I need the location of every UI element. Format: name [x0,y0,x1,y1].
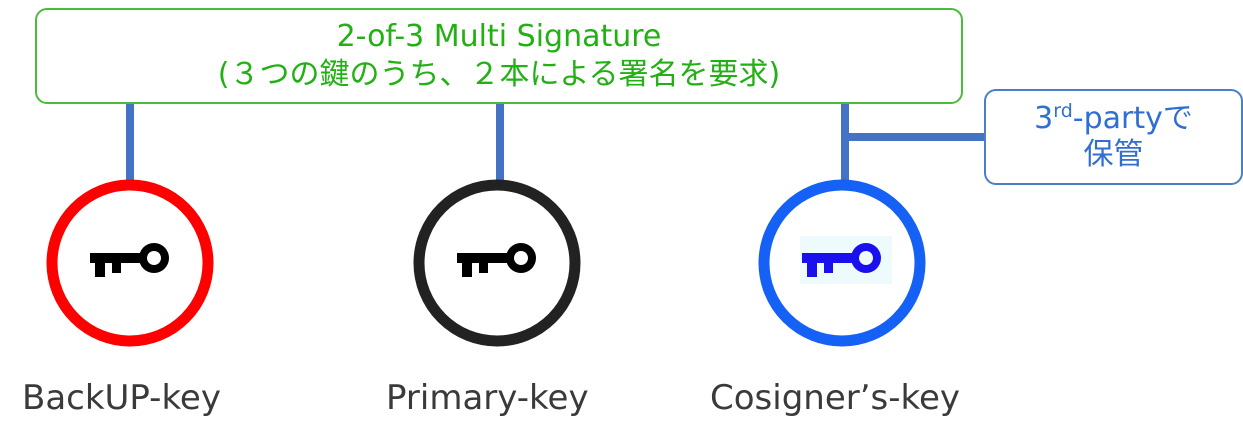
title-line-1: 2-of-3 Multi Signature [336,19,662,54]
title-line-2: (３つの鍵のうち、２本による署名を要求) [217,57,781,92]
key-icon [802,243,881,277]
cosigner-key-label: Cosigner’s-key [710,378,961,418]
connector-cosigner [841,104,849,180]
multisig-title-box: 2-of-3 Multi Signature (３つの鍵のうち、２本による署名を… [35,8,963,104]
primary-key-label: Primary-key [386,378,589,418]
primary-key-node [413,179,581,347]
note-prefix: 3 [1034,101,1054,136]
third-party-note-box: 3rd-partyで 保管 [984,89,1243,185]
backup-key-node [46,179,214,347]
note-suffix: -partyで [1072,101,1193,136]
backup-key-label: BackUP-key [22,378,221,418]
note-superscript: rd [1053,100,1073,122]
cosigner-key-node [758,179,926,347]
key-icon [457,243,536,277]
connector-primary [496,104,504,180]
note-line-2: 保管 [1083,137,1144,172]
note-line-1: 3rd-partyで [1034,101,1193,137]
connector-backup [126,104,134,180]
key-icon [90,243,169,277]
connector-note [845,133,984,141]
